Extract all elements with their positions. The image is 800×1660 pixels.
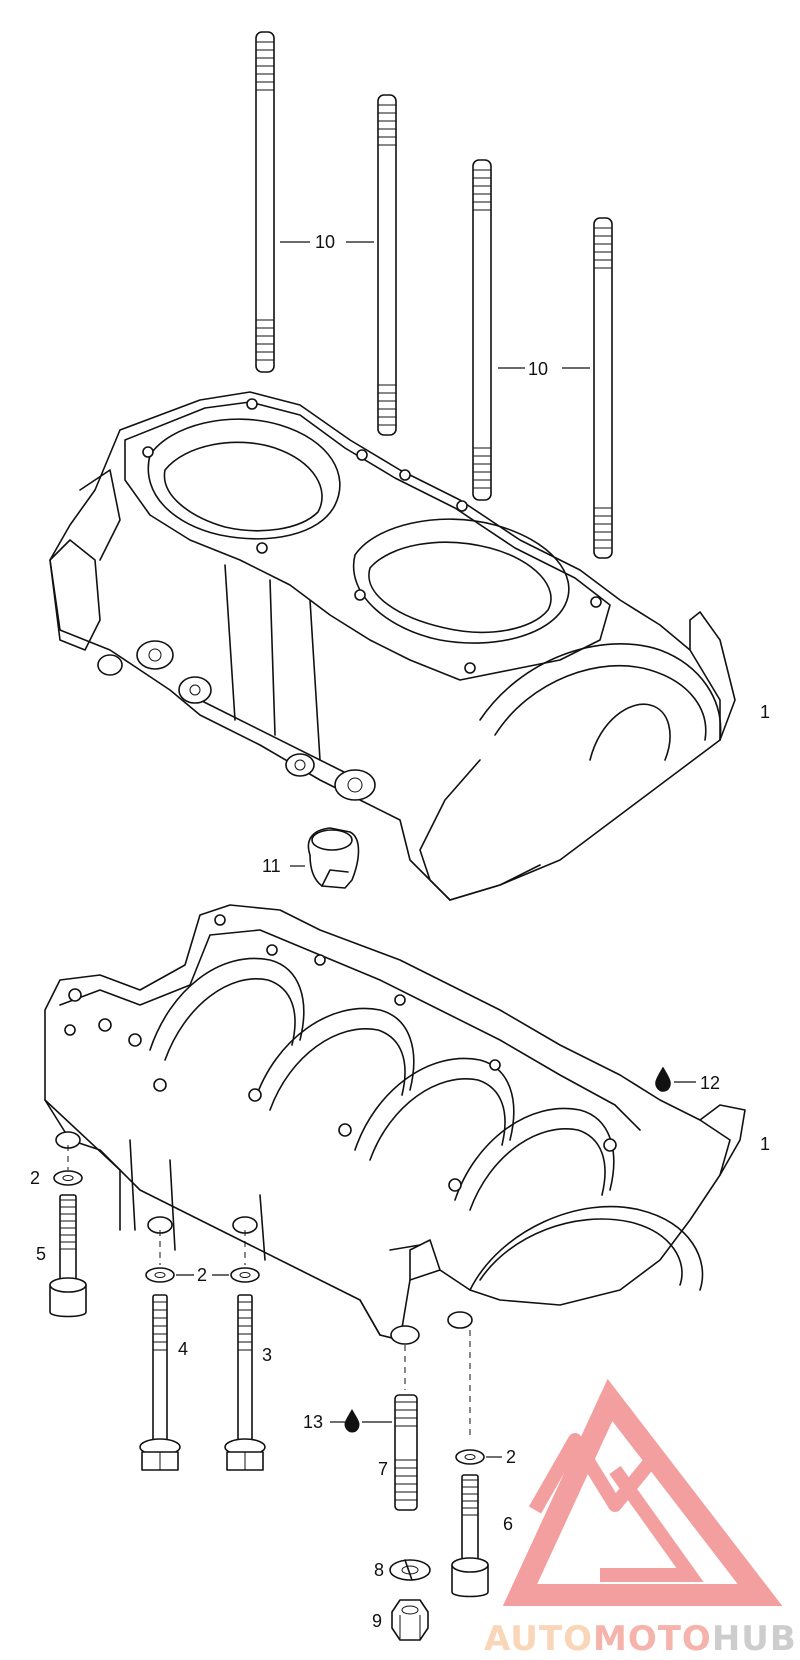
washer-2-mid-b xyxy=(230,1267,260,1283)
stud-4 xyxy=(593,217,613,559)
watermark-hub: HUB xyxy=(712,1619,797,1659)
drop-icon xyxy=(655,1067,671,1092)
hex-nut-9 xyxy=(391,1599,429,1641)
callout-1-top: 1 xyxy=(760,702,770,722)
stud-7 xyxy=(394,1394,418,1511)
watermark-auto: AUTO xyxy=(484,1619,593,1659)
callout-8: 8 xyxy=(374,1560,384,1580)
callout-12: 12 xyxy=(700,1073,720,1093)
callout-6: 6 xyxy=(503,1514,513,1534)
watermark-moto: MOTO xyxy=(593,1619,712,1659)
bolt-4-hex xyxy=(139,1294,181,1471)
callout-10-left: 10 xyxy=(315,232,335,252)
callout-5: 5 xyxy=(36,1244,46,1264)
svg-text:AUTOMOTOHUB: AUTOMOTOHUB xyxy=(484,1619,797,1659)
washer-2-left xyxy=(53,1170,83,1186)
callout-10-right: 10 xyxy=(528,359,548,379)
callout-2-left: 2 xyxy=(30,1168,40,1188)
callout-2-mid: 2 xyxy=(197,1265,207,1285)
lock-washer-8 xyxy=(389,1559,431,1581)
automotohub-logo: AUTOMOTOHUB xyxy=(484,1378,797,1659)
callout-2-right: 2 xyxy=(506,1447,516,1467)
callout-3: 3 xyxy=(262,1345,272,1365)
callout-4: 4 xyxy=(178,1339,188,1359)
callout-9: 9 xyxy=(372,1611,382,1631)
callout-13: 13 xyxy=(303,1412,323,1432)
bolt-3-hex xyxy=(224,1294,266,1471)
washer-2-mid-a xyxy=(145,1267,175,1283)
callout-11: 11 xyxy=(262,856,281,876)
stud-1 xyxy=(255,31,275,373)
upper-crankcase-half xyxy=(49,391,736,901)
callout-7: 7 xyxy=(378,1459,388,1479)
callout-1-bottom: 1 xyxy=(760,1134,770,1154)
bolt-6-socket-head xyxy=(451,1474,489,1598)
lower-crankcase-half xyxy=(44,904,746,1345)
bolt-5-socket-head xyxy=(49,1194,87,1318)
drop-icon-13 xyxy=(344,1408,360,1433)
stud-2 xyxy=(377,94,397,436)
stud-3 xyxy=(472,159,492,501)
stud-group-10 xyxy=(255,31,613,559)
part-11-grommet xyxy=(307,827,360,889)
washer-2-right xyxy=(455,1449,485,1465)
